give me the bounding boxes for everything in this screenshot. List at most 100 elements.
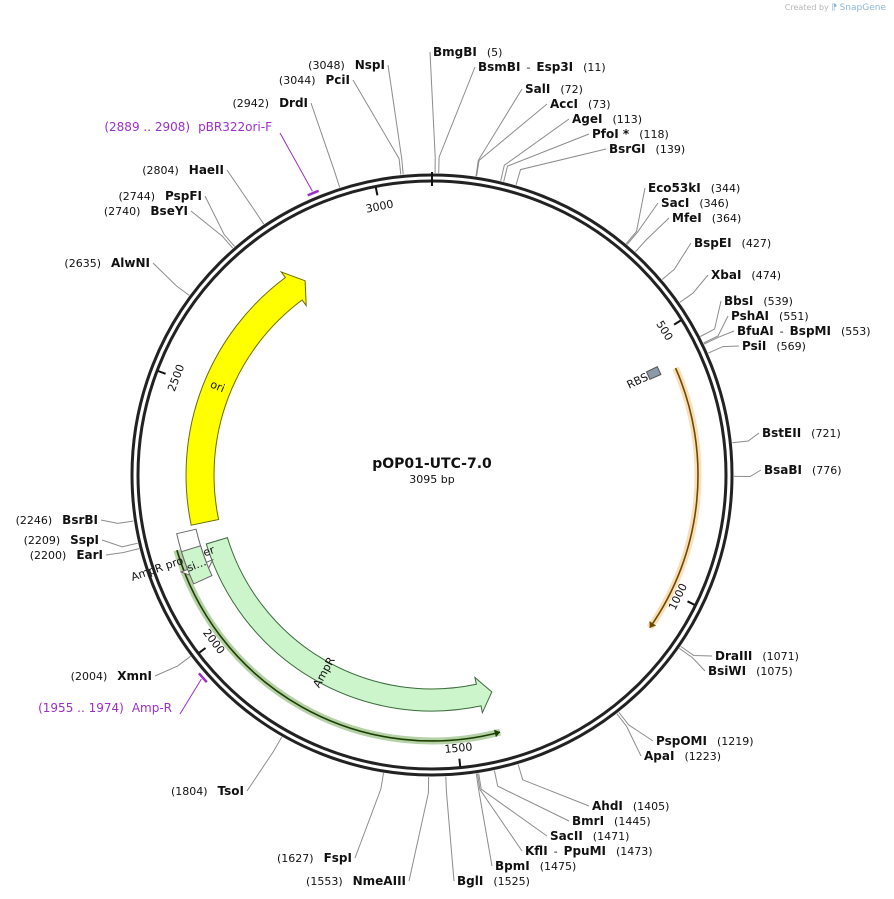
enzyme-label-mfei[interactable]: MfeI(364) bbox=[672, 211, 741, 225]
enzyme-label-sali[interactable]: SalI(72) bbox=[525, 82, 583, 96]
enzyme-position: (3044) bbox=[279, 74, 316, 87]
enzyme-layer: BmgBI(5)BsmBI-Esp3I(11)SalI(72)AccI(73)A… bbox=[16, 45, 871, 888]
enzyme-label-pspfi[interactable]: (2744)PspFI bbox=[118, 189, 202, 203]
enzyme-name: BstEII bbox=[762, 426, 801, 440]
enzyme-label-pshai[interactable]: PshAI(551) bbox=[731, 309, 809, 323]
primer-label-pbr322ori-f[interactable]: (2889 .. 2908)pBR322ori-F bbox=[104, 120, 272, 134]
enzyme-label-bsteii[interactable]: BstEII(721) bbox=[762, 426, 841, 440]
tick-mark-2000 bbox=[198, 647, 207, 654]
tick-mark-1000 bbox=[687, 600, 696, 606]
enzyme-name: NmeAIII bbox=[353, 874, 406, 888]
enzyme-label-draiii[interactable]: DraIII(1071) bbox=[715, 649, 799, 663]
enzyme-leader-sali bbox=[475, 88, 523, 177]
primer-mark-amp-r[interactable] bbox=[197, 672, 208, 683]
enzyme-leader-psii bbox=[708, 345, 740, 354]
feature-rbs[interactable] bbox=[645, 366, 662, 380]
enzyme-position: (1553) bbox=[306, 875, 343, 888]
enzyme-label-pfoi[interactable]: PfoI *(118) bbox=[592, 127, 669, 141]
enzyme-separator: - bbox=[780, 325, 784, 338]
enzyme-label-psii[interactable]: PsiI(569) bbox=[742, 339, 806, 353]
enzyme-label-bmri[interactable]: BmrI (1445) bbox=[572, 814, 651, 828]
tick-label-2500: 2500 bbox=[165, 362, 187, 393]
enzyme-name: EarI bbox=[76, 548, 103, 562]
enzyme-leader-mfei bbox=[635, 217, 670, 253]
enzyme-label-acci[interactable]: AccI(73) bbox=[550, 97, 611, 111]
enzyme-label-saci[interactable]: SacI(346) bbox=[661, 196, 729, 210]
orf-2[interactable] bbox=[176, 549, 501, 742]
enzyme-label-bpmi[interactable]: BpmI(1475) bbox=[495, 859, 576, 873]
enzyme-name: HaeII bbox=[189, 163, 224, 177]
enzyme-label-bsiwi[interactable]: BsiWI(1075) bbox=[708, 664, 793, 678]
enzyme-label-drdi[interactable]: (2942)DrdI bbox=[232, 96, 308, 110]
enzyme-position: (72) bbox=[560, 83, 583, 96]
tick-mark-1500 bbox=[458, 758, 462, 767]
enzyme-name: NspI bbox=[355, 58, 385, 72]
enzyme-label-ahdi[interactable]: AhdI(1405) bbox=[592, 799, 669, 813]
enzyme-label-bmgbi[interactable]: BmgBI(5) bbox=[433, 45, 502, 59]
enzyme-label-bsrbi[interactable]: (2246)BsrBI bbox=[16, 513, 98, 527]
enzyme-label-bsabi[interactable]: BsaBI(776) bbox=[764, 463, 842, 477]
feature-si[interactable] bbox=[180, 545, 213, 585]
enzyme-name: PpuMI bbox=[564, 844, 606, 858]
enzyme-position: (346) bbox=[699, 197, 729, 210]
enzyme-position: (2200) bbox=[30, 549, 67, 562]
enzyme-leader-bfuai-bspmi bbox=[703, 330, 735, 345]
credit-brand: SnapGene bbox=[839, 3, 886, 13]
enzyme-name: BmrI bbox=[572, 814, 604, 828]
feature-label-rbs: RBS bbox=[625, 371, 650, 392]
enzyme-label-bgli[interactable]: BglI(1525) bbox=[457, 874, 530, 888]
enzyme-label-pspomi[interactable]: PspOMI(1219) bbox=[656, 734, 754, 748]
enzyme-label-sspi[interactable]: (2209)SspI bbox=[24, 533, 99, 547]
enzyme-label-nspi[interactable]: (3048)NspI bbox=[308, 58, 385, 72]
primer-label-amp-r[interactable]: (1955 .. 1974)Amp-R bbox=[38, 701, 172, 715]
enzyme-label-xbai[interactable]: XbaI(474) bbox=[711, 268, 781, 282]
enzyme-label-bbsi[interactable]: BbsI(539) bbox=[724, 294, 793, 308]
primer-mark-pbr322ori-f[interactable] bbox=[307, 189, 320, 197]
primer-layer: (2889 .. 2908)pBR322ori-F (1955 .. 1974)A… bbox=[38, 120, 320, 715]
primer-name: Amp-R bbox=[132, 701, 172, 715]
tick-mark-2500 bbox=[157, 370, 166, 375]
enzyme-leader-xbai bbox=[679, 274, 709, 303]
enzyme-label-eari[interactable]: (2200) EarI bbox=[30, 548, 103, 562]
enzyme-name: DraIII bbox=[715, 649, 752, 663]
enzyme-label-tsoi[interactable]: (1804)TsoI bbox=[171, 784, 244, 798]
enzyme-position: (1219) bbox=[717, 735, 754, 748]
feature-ori[interactable] bbox=[185, 270, 307, 526]
enzyme-label-bfuai-bspmi[interactable]: BfuAI-BspMI(553) bbox=[737, 324, 871, 338]
enzyme-position: (2209) bbox=[24, 534, 61, 547]
enzyme-label-nmeaiii[interactable]: (1553) NmeAIII bbox=[306, 874, 406, 888]
enzyme-position: (553) bbox=[841, 325, 871, 338]
enzyme-leader-bmgbi bbox=[429, 51, 436, 174]
enzyme-label-bspei[interactable]: BspEI(427) bbox=[694, 236, 771, 250]
enzyme-label-agei[interactable]: AgeI(113) bbox=[572, 112, 642, 126]
enzyme-position: (2004) bbox=[71, 670, 108, 683]
orf-1[interactable] bbox=[649, 367, 699, 629]
enzyme-name: PfoI * bbox=[592, 127, 630, 141]
enzyme-position: (427) bbox=[742, 237, 772, 250]
enzyme-leader-sspi bbox=[101, 539, 138, 548]
plasmid-backbone bbox=[130, 172, 734, 777]
enzyme-leader-bmri bbox=[493, 770, 570, 822]
enzyme-position: (1445) bbox=[614, 815, 651, 828]
enzyme-label-apai[interactable]: ApaI(1223) bbox=[644, 749, 721, 763]
enzyme-leader-drdi bbox=[310, 102, 341, 188]
enzyme-position: (344) bbox=[711, 182, 741, 195]
enzyme-leader-draiii bbox=[680, 645, 713, 657]
enzyme-leader-bsmbi-esp3i bbox=[438, 66, 476, 174]
enzyme-name: AgeI bbox=[572, 112, 602, 126]
enzyme-label-eco53ki[interactable]: Eco53kI(344) bbox=[648, 181, 740, 195]
enzyme-label-kfli-ppumi[interactable]: KflI-PpuMI(1473) bbox=[525, 844, 653, 858]
enzyme-label-sacii[interactable]: SacII(1471) bbox=[550, 829, 629, 843]
enzyme-label-haeii[interactable]: (2804)HaeII bbox=[142, 163, 224, 177]
enzyme-label-alwni[interactable]: (2635)AlwNI bbox=[64, 256, 150, 270]
enzyme-label-fspi[interactable]: (1627)FspI bbox=[277, 851, 352, 865]
enzyme-label-xmni[interactable]: (2004)XmnI bbox=[71, 669, 152, 683]
feature-ampr[interactable] bbox=[205, 536, 493, 715]
enzyme-label-pcii[interactable]: (3044)PciI bbox=[279, 73, 350, 87]
enzyme-leader-alwni bbox=[152, 262, 190, 296]
enzyme-label-bseyi[interactable]: (2740)BseYI bbox=[104, 204, 188, 218]
enzyme-label-bsrgi[interactable]: BsrGI(139) bbox=[609, 142, 685, 156]
enzyme-position: (1471) bbox=[593, 830, 630, 843]
primer-leader-pbr322ori-f bbox=[279, 132, 313, 192]
enzyme-label-bsmbi-esp3i[interactable]: BsmBI-Esp3I(11) bbox=[478, 60, 606, 74]
